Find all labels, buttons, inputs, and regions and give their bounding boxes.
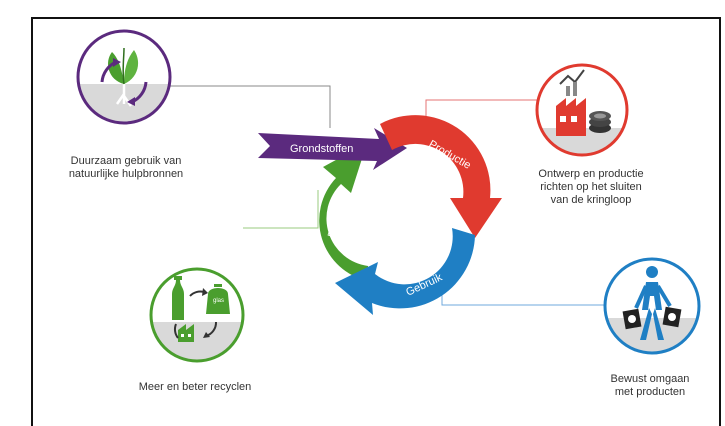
- glass-bin-label: glas: [213, 298, 224, 304]
- stage-label-grondstoffen: Grondstoffen: [290, 143, 353, 155]
- recycling-arc: [319, 143, 368, 281]
- caption-natural-resources: Duurzaam gebruik van natuurlijke hulpbro…: [68, 155, 184, 180]
- cycle: Grondstoffen Productie Gebruik Recycling: [258, 115, 502, 315]
- recycling-bins-icon: glas: [172, 276, 230, 342]
- connector-bottom-left: [243, 190, 319, 229]
- plant-cycle-icon: [100, 47, 148, 107]
- node-conscious-use: [603, 257, 701, 355]
- gebruik-arc: [335, 228, 475, 315]
- person-with-bags-icon: [622, 266, 682, 340]
- caption-production: Ontwerp en productie richten op het slui…: [538, 168, 644, 206]
- node-production: [535, 63, 629, 157]
- caption-conscious-use: Bewust omgaan met producten: [610, 373, 690, 398]
- factory-icon: [556, 69, 611, 136]
- productie-arc: [380, 115, 502, 238]
- grondstoffen-arrow: [258, 128, 407, 170]
- connector-top-left: [170, 85, 331, 128]
- connector-bottom-right: [441, 292, 605, 306]
- node-natural-resources: [76, 29, 172, 125]
- caption-recycling: Meer en beter recyclen: [138, 381, 252, 393]
- node-recycling: glas: [149, 267, 245, 363]
